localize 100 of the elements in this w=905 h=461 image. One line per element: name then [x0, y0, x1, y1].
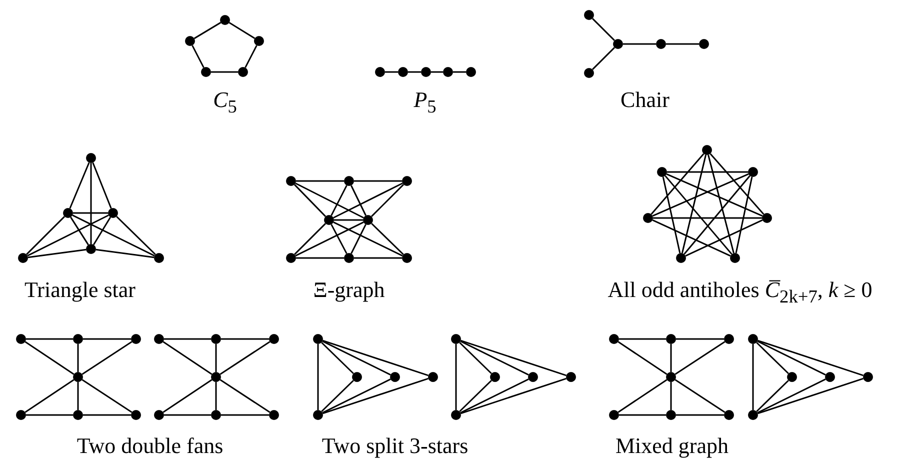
- graph-edge: [735, 176, 753, 254]
- graph-caption: Two double fans: [76, 434, 224, 458]
- graph-edge: [666, 173, 763, 217]
- vertex-dot: [584, 10, 594, 20]
- vertex-dot: [762, 213, 772, 223]
- graph-caption: Triangle star: [24, 278, 136, 302]
- graph-edge: [26, 216, 65, 255]
- vertex-dot: [73, 334, 83, 344]
- graph-caption: Chair: [620, 88, 670, 112]
- graph-edge: [27, 214, 109, 256]
- graph-edge: [73, 212, 108, 214]
- vertex-dot: [657, 167, 667, 177]
- graph-edge: [228, 22, 256, 40]
- graph-edge: [220, 341, 270, 375]
- graph-edge: [674, 379, 726, 413]
- vertex-dot: [421, 67, 431, 77]
- graph-edge: [322, 378, 391, 414]
- vertex-dot: [584, 68, 594, 78]
- graph-edge: [618, 341, 668, 375]
- graph-edge: [354, 180, 402, 182]
- vertex-dot: [566, 372, 576, 382]
- graph-edge: [82, 379, 132, 413]
- vertex-dot: [286, 176, 296, 186]
- vertex-dot: [643, 213, 653, 223]
- graph-edge: [164, 338, 211, 340]
- graph-edge: [26, 414, 73, 416]
- graph-edge: [96, 248, 154, 258]
- vertex-dot: [748, 334, 758, 344]
- graph-edge: [619, 414, 666, 416]
- vertex-dot: [724, 410, 734, 420]
- vertex-dot: [730, 253, 740, 263]
- graph-edge: [459, 380, 492, 412]
- vertex-dot: [398, 67, 408, 77]
- vertex-dot: [269, 334, 279, 344]
- graph-edge: [408, 71, 421, 73]
- graph-edge: [330, 185, 348, 216]
- vertex-dot: [254, 36, 264, 46]
- graph-edge: [28, 248, 86, 258]
- vertex-dot: [748, 167, 758, 177]
- graph-edge: [662, 176, 681, 254]
- graph-edge: [317, 344, 319, 410]
- vertex-dot: [528, 372, 538, 382]
- vertex-dot: [344, 253, 354, 263]
- graph-edge: [244, 45, 258, 68]
- graph-edge: [652, 173, 749, 217]
- graph-edge: [667, 171, 748, 173]
- graph-edge: [162, 341, 212, 375]
- graph-edge: [757, 340, 826, 376]
- graph-edge: [676, 338, 724, 340]
- graph-edge: [294, 223, 326, 255]
- vertex-dot: [324, 215, 334, 225]
- graph-edge: [221, 338, 269, 340]
- vertex-dot: [363, 215, 373, 225]
- graph-edge: [192, 45, 204, 68]
- graph-edge: [431, 71, 443, 73]
- vertex-dot: [286, 253, 296, 263]
- vertex-dot: [108, 208, 118, 218]
- vertex-dot: [73, 372, 83, 382]
- graph-edge: [350, 185, 366, 216]
- graph-edge: [221, 414, 269, 416]
- graph-edge: [334, 219, 363, 221]
- vertex-dot: [390, 372, 400, 382]
- vertex-dot: [211, 372, 221, 382]
- graph-edge: [460, 378, 529, 414]
- graph-edge: [618, 379, 668, 413]
- graph-edge: [708, 154, 734, 254]
- vertex-dot: [313, 334, 323, 344]
- graph-edge: [460, 378, 566, 414]
- vertex-dot: [375, 67, 385, 77]
- vertex-dot: [201, 67, 211, 77]
- graph-edge: [333, 182, 403, 218]
- graph-edge: [371, 184, 404, 217]
- vertex-dot: [666, 334, 676, 344]
- graph-edge: [162, 379, 212, 413]
- graph-edge: [752, 344, 754, 410]
- graph-edge: [296, 180, 344, 182]
- graph-edge: [592, 18, 615, 41]
- vertex-dot: [428, 372, 438, 382]
- vertex-dot: [702, 145, 712, 155]
- vertex-dot: [609, 334, 619, 344]
- graph-edge: [354, 257, 402, 259]
- graph-edge: [211, 71, 238, 73]
- graph-edge: [294, 184, 326, 217]
- graph-caption: P$_{5}$: [414, 88, 436, 118]
- vertex-dot: [131, 410, 141, 420]
- graph-edge: [653, 217, 762, 219]
- vertex-dot: [154, 410, 164, 420]
- vertex-dot: [863, 372, 873, 382]
- vertex-dot: [748, 410, 758, 420]
- graph-caption: C$_{5}$: [213, 88, 237, 118]
- graph-edge: [460, 340, 566, 376]
- vertex-dot: [352, 372, 362, 382]
- graph-edge: [710, 153, 764, 215]
- graph-edge: [77, 382, 79, 410]
- vertex-dot: [344, 176, 354, 186]
- vertex-dot: [211, 334, 221, 344]
- vertex-dot: [451, 334, 461, 344]
- graph-edge: [92, 216, 112, 246]
- graph-edge: [385, 71, 398, 73]
- vertex-dot: [443, 67, 453, 77]
